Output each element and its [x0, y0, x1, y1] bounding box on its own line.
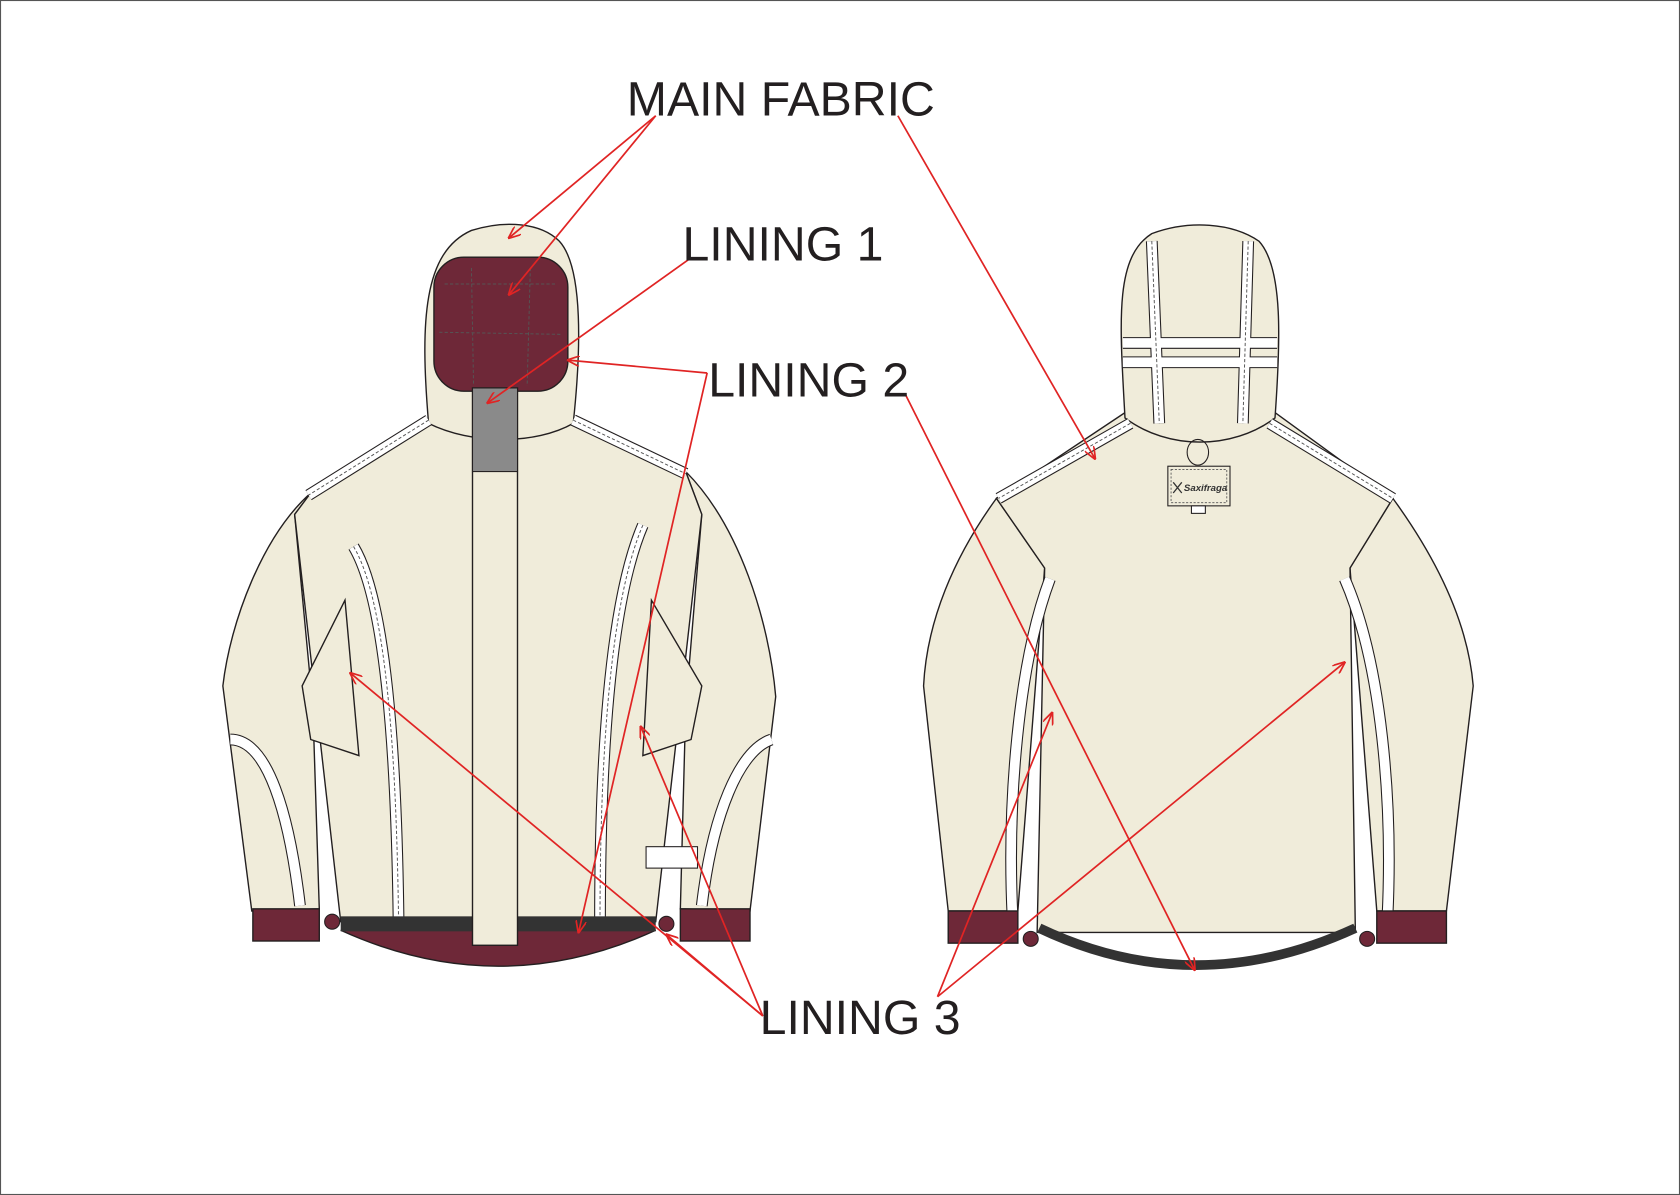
back-jacket-view: Saxifraga	[922, 224, 1474, 970]
arrow-lining-2-hood-edge	[568, 360, 708, 374]
back-hood	[1120, 224, 1280, 443]
hanger-loop	[1186, 438, 1210, 466]
hood-lining-seams	[439, 267, 563, 386]
arrow-lining-3-right-pocket	[641, 727, 764, 1017]
arrow-lining-3-back-right	[936, 662, 1345, 998]
label-main-fabric: MAIN FABRIC	[627, 73, 935, 127]
arrow-lining-3-back-left	[936, 713, 1053, 998]
arrow-main-fabric-back	[897, 115, 1095, 459]
label-lining-2: LINING 2	[708, 354, 909, 408]
cord-toggle	[324, 913, 341, 930]
front-jacket-view	[222, 223, 777, 967]
brand-logo-icon	[1172, 481, 1183, 494]
arrow-main-fabric-hood	[509, 115, 657, 238]
label-lining-3: LINING 3	[760, 991, 961, 1045]
cord-toggle	[1022, 930, 1039, 947]
front-hem-lining	[340, 929, 657, 967]
cord-toggle	[1359, 930, 1376, 947]
zipper-placket	[471, 387, 519, 946]
front-left-pocket	[301, 597, 360, 757]
back-right-cuff	[1376, 910, 1448, 944]
front-left-cuff	[252, 908, 320, 942]
back-right-sleeve	[1349, 497, 1474, 912]
arrow-lining-2-hem	[579, 372, 708, 932]
brand-label: Saxifraga	[1167, 465, 1231, 514]
callout-arrows	[350, 115, 1345, 1017]
tab-strap	[645, 846, 699, 869]
brand-logo-text: Saxifraga	[1184, 483, 1228, 494]
front-right-pocket	[642, 597, 703, 757]
placket-lining	[471, 387, 519, 473]
cord-toggle	[658, 915, 675, 932]
arrow-lining-2-back-hem	[904, 394, 1194, 970]
label-lining-1: LINING 1	[683, 217, 884, 271]
back-left-cuff	[947, 910, 1019, 944]
front-right-cuff	[679, 908, 751, 942]
arrow-lining-3-toggle	[666, 935, 764, 1017]
arrow-lining-1-placket	[488, 258, 690, 403]
arrow-main-fabric-hood-inner	[509, 115, 657, 295]
hood-lining	[433, 256, 569, 392]
